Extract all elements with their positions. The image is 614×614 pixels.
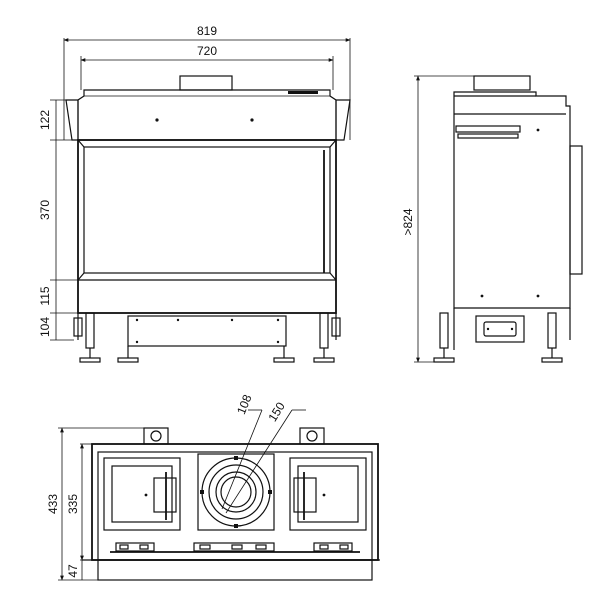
- side-plate: [475, 315, 525, 343]
- dim-plan-depth: 433 335 47: [46, 427, 144, 581]
- side-view: >824: [401, 75, 583, 363]
- dim-inner-width: 720: [80, 44, 334, 90]
- front-rail: [97, 559, 373, 581]
- dim-lower-section-label: 115: [38, 286, 52, 305]
- dim-overall-width: 819: [63, 24, 351, 140]
- dim-glass-height-label: 370: [38, 200, 52, 220]
- dim-outlet-outer-label: 150: [265, 399, 288, 424]
- air-slider: [455, 125, 521, 133]
- plan-view: 108 150 433 335 47: [46, 392, 380, 581]
- rear-lug-left: [143, 427, 169, 445]
- outlet-outer: [201, 457, 271, 527]
- dim-inner-width-label: 720: [197, 44, 217, 58]
- dim-vertical-stack: 122 370 115 104: [38, 99, 78, 341]
- dim-legs-label: 104: [38, 317, 52, 337]
- side-legs: [433, 312, 563, 363]
- front-hardware: [110, 542, 360, 553]
- left-side-box: [103, 457, 181, 531]
- firebox-body: [77, 139, 337, 314]
- dim-depth-body-label: 335: [66, 494, 80, 514]
- front-view: 819 720: [38, 24, 351, 363]
- side-body: [453, 91, 571, 309]
- right-side-box: [289, 457, 367, 531]
- dim-overall-width-label: 819: [197, 24, 217, 38]
- left-side-flange: [65, 99, 79, 141]
- outlet-plate: [197, 453, 275, 531]
- dim-top-section-label: 122: [38, 110, 52, 130]
- glass-door: [83, 146, 331, 274]
- ash-drawer: [127, 315, 287, 347]
- front-legs: [73, 312, 341, 363]
- dim-depth-front-label: 47: [66, 564, 80, 578]
- side-flue-collar: [473, 75, 531, 91]
- outlet-inner: [215, 471, 257, 513]
- dim-outlet-inner-label: 108: [234, 392, 255, 416]
- side-panel: [569, 145, 583, 275]
- right-side-flange: [335, 99, 351, 141]
- dim-overall-height: >824: [401, 75, 474, 363]
- rear-lug-right: [299, 427, 325, 445]
- dim-depth-total-label: 433: [46, 494, 60, 514]
- flue-collar: [179, 75, 233, 91]
- dim-overall-height-label: >824: [401, 208, 415, 235]
